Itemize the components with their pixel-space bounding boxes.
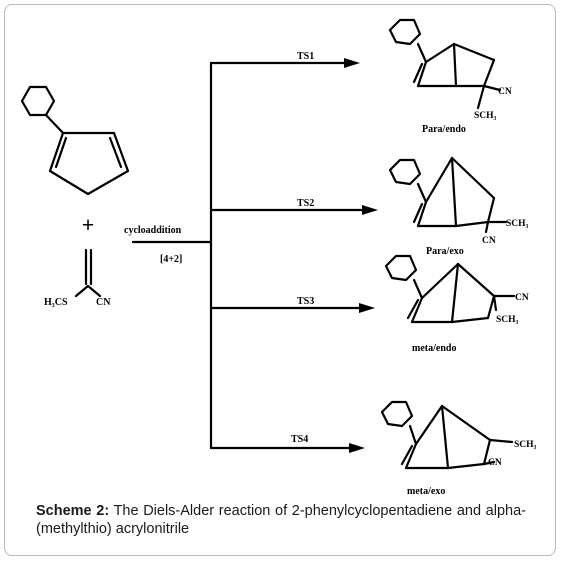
reaction-arrows [131, 61, 370, 450]
dienophile-left-label: H₃CS [44, 297, 68, 308]
product-3-sub-b: SCH₃ [496, 315, 519, 325]
dienophile-right-label: CN [96, 297, 111, 308]
caption-text: The Diels-Alder reaction of 2-phenylcycl… [36, 503, 526, 537]
figure-frame [4, 4, 556, 556]
dienophile-structure [74, 248, 102, 298]
product-1-label: Para/endo [422, 124, 466, 135]
product-2-sub-a: SCH₃ [506, 219, 529, 229]
product-4-sub-a: SCH₃ [514, 440, 537, 450]
product-2-label: Para/exo [426, 246, 464, 257]
product-1-sub-a: CN [498, 87, 512, 97]
product-3-structure [384, 254, 516, 324]
product-1-structure [388, 18, 502, 110]
arrow-heads [344, 58, 378, 453]
ts3-label: TS3 [297, 296, 314, 307]
product-2-sub-b: CN [482, 236, 496, 246]
plus-sign: + [82, 212, 95, 237]
ts1-label: TS1 [297, 51, 314, 62]
product-4-structure [380, 400, 514, 470]
ts2-label: TS2 [297, 198, 314, 209]
product-4-label: meta/exo [407, 486, 445, 497]
product-2-structure [388, 156, 508, 234]
phenylcyclopentadiene-structure [20, 85, 130, 196]
product-4-sub-b: CN [488, 458, 502, 468]
product-3-label: meta/endo [412, 343, 456, 354]
condition-above-label: cycloaddition [124, 225, 182, 236]
product-1-sub-b: SCH₃ [474, 111, 497, 121]
product-3-sub-a: CN [515, 293, 529, 303]
caption-label: Scheme 2: [36, 503, 110, 519]
condition-below-label: [4+2] [160, 254, 182, 265]
ts4-label: TS4 [291, 434, 308, 445]
figure-caption: Scheme 2: The Diels-Alder reaction of 2-… [36, 502, 526, 538]
